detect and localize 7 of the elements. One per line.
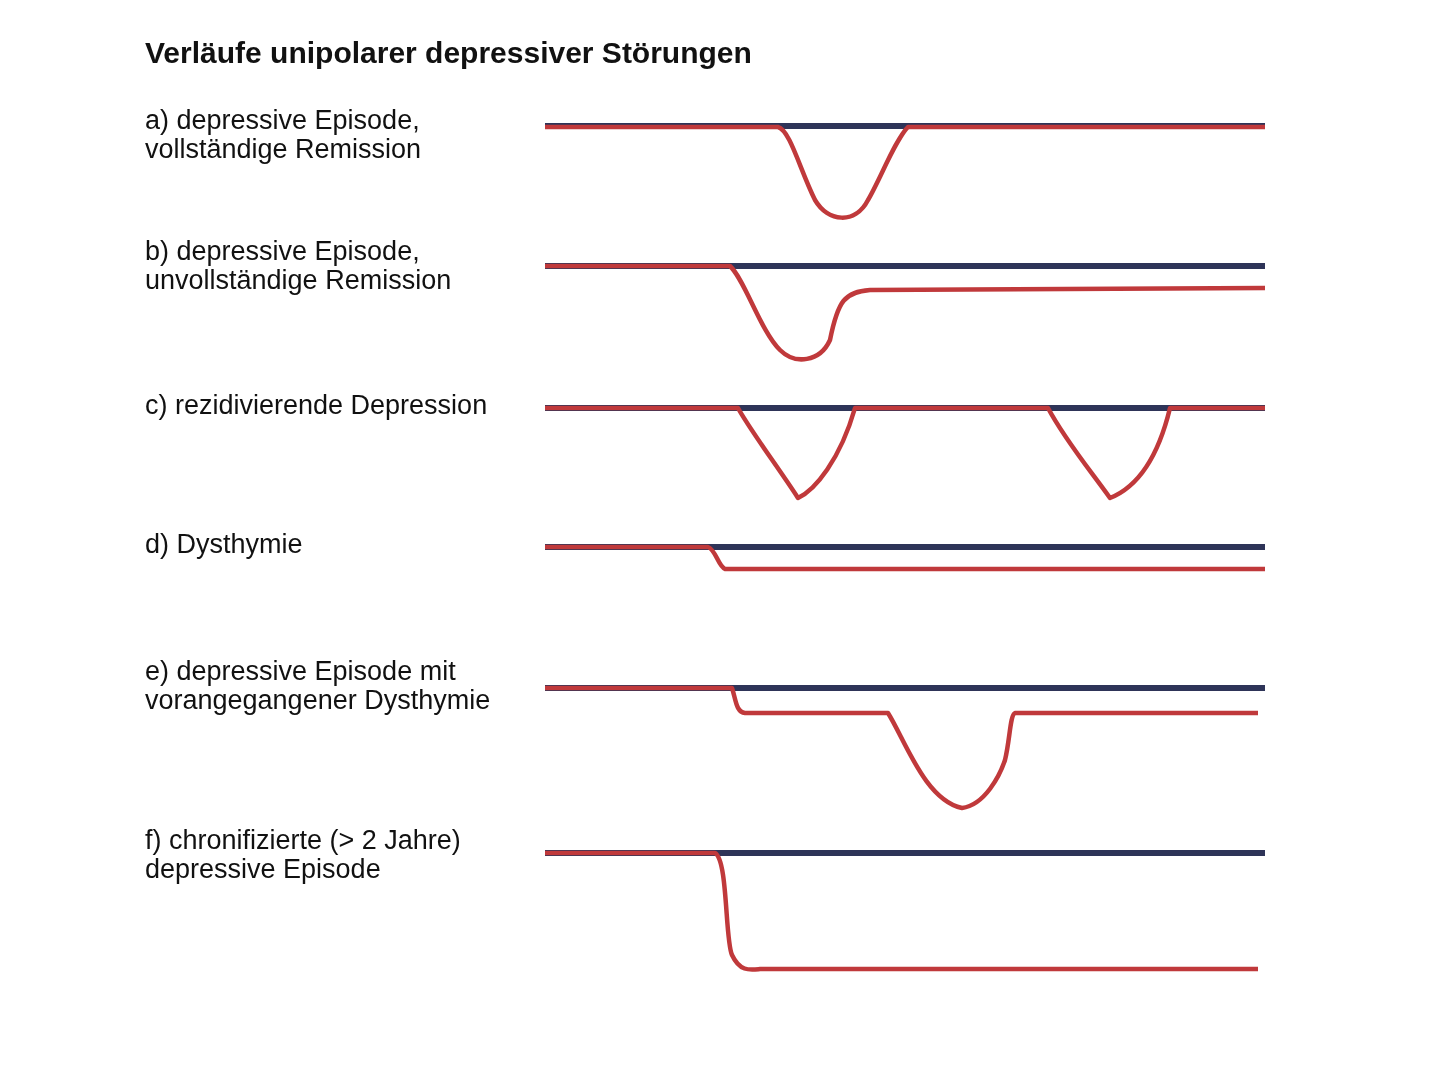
course-label: d) Dysthymie xyxy=(145,530,304,559)
course-label: e) depressive Episode mit vorangegangener Dysthymie xyxy=(145,657,492,715)
course-label: b) depressive Episode, unvollständige Remission xyxy=(145,237,453,295)
course-label: a) depressive Episode, vollständige Remission xyxy=(145,106,423,164)
diagram-title: Verläufe unipolarer depressiver Störungen xyxy=(145,36,752,70)
course-label: f) chronifizierte (> 2 Jahre) depressive Episode xyxy=(145,826,462,884)
course-label: c) rezidivierende Depression xyxy=(145,391,489,420)
